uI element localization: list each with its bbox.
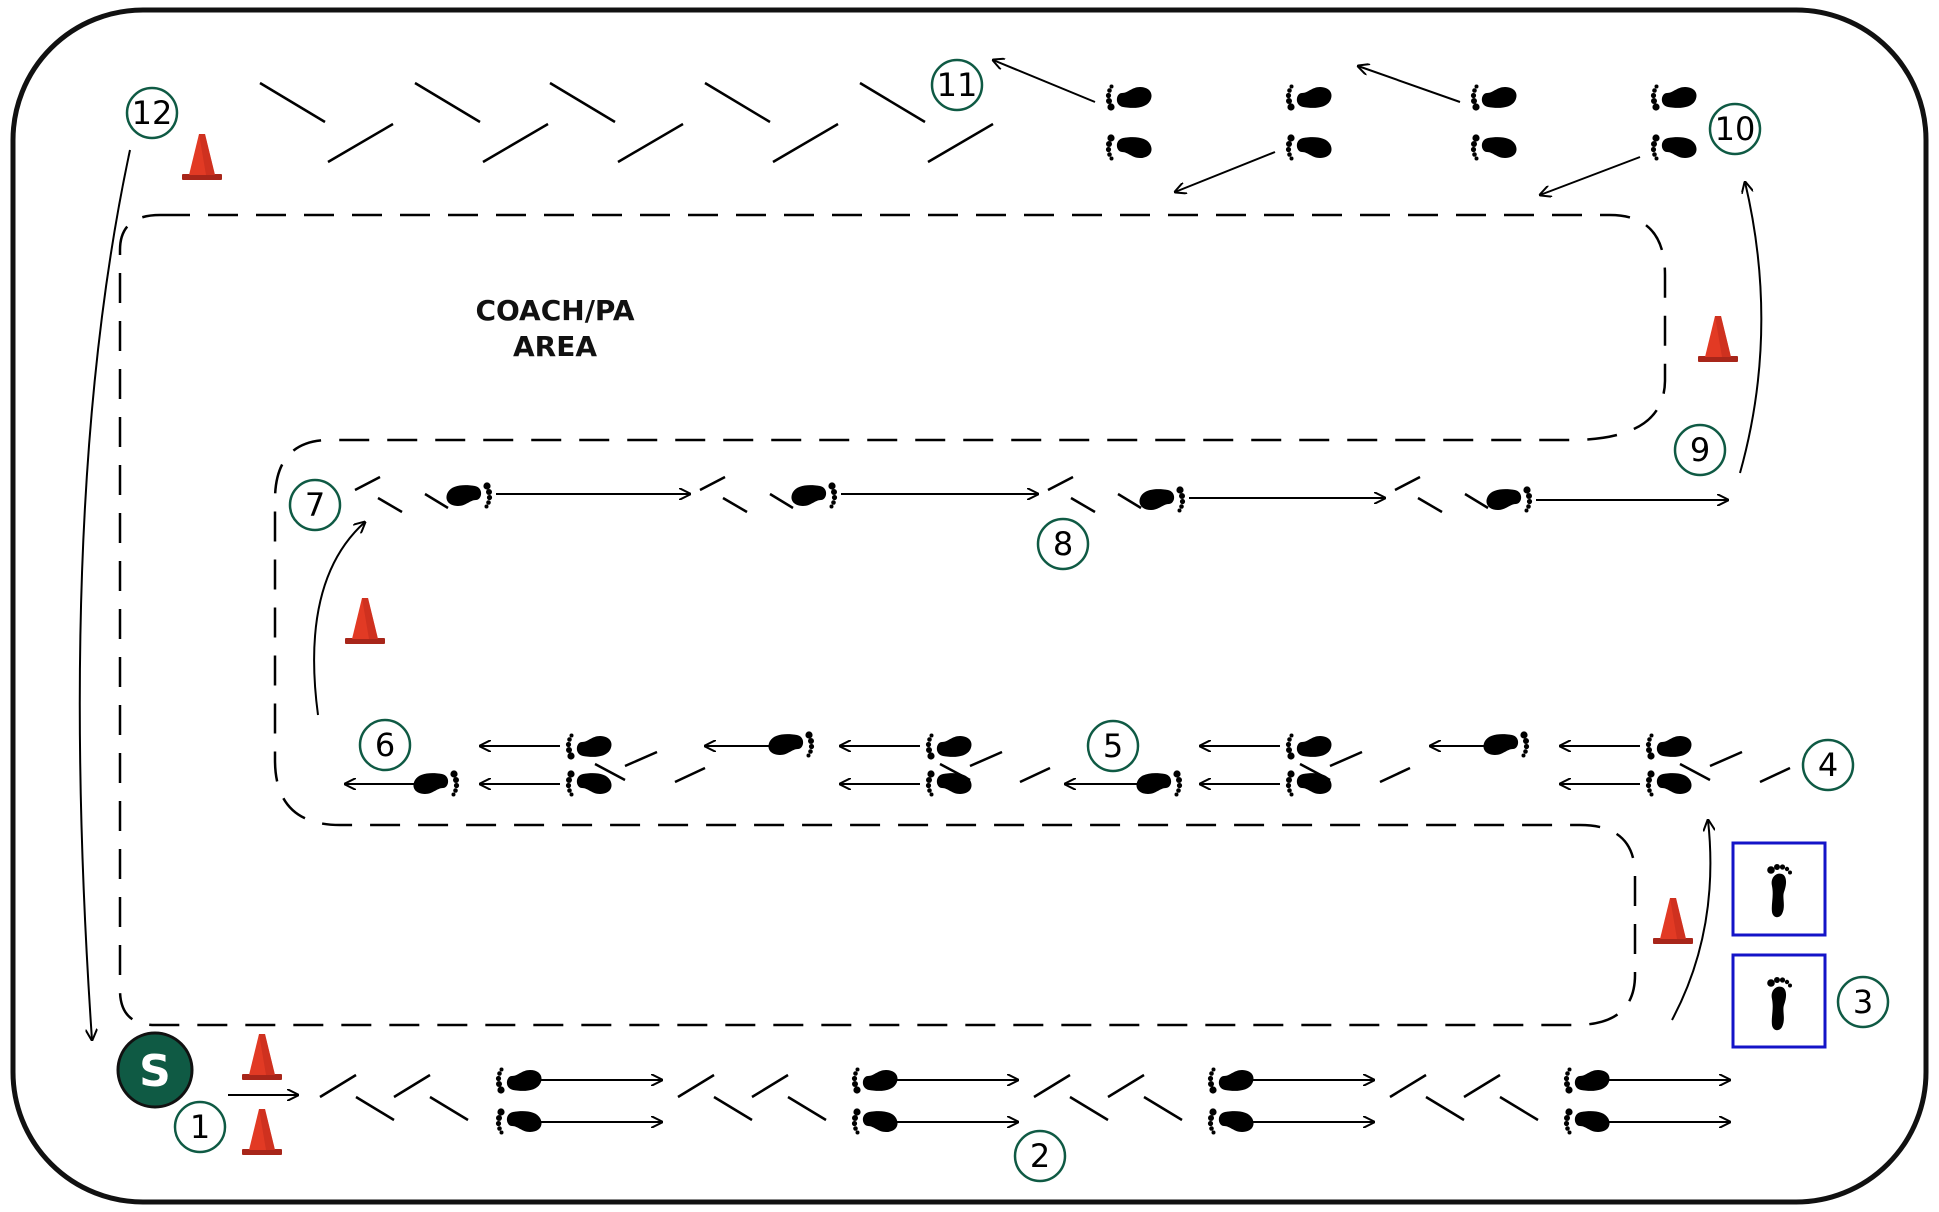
station-5-label: 5 bbox=[1103, 727, 1123, 765]
field-border bbox=[10, 7, 1929, 1205]
station-3-boxes bbox=[1731, 841, 1827, 1049]
arrow-to-row-4 bbox=[1739, 182, 1763, 474]
footprint-icon bbox=[1645, 770, 1692, 797]
footprint-icon bbox=[1105, 134, 1152, 161]
cones bbox=[182, 134, 1738, 1155]
footprint-icon bbox=[852, 1068, 898, 1094]
footprint-icon bbox=[1286, 85, 1332, 111]
box bbox=[1731, 841, 1827, 937]
cone-icon bbox=[242, 1109, 282, 1155]
row-1-arrows bbox=[228, 1080, 1730, 1122]
station-9-label: 9 bbox=[1690, 431, 1710, 469]
footprint-icon bbox=[1285, 770, 1332, 797]
station-7-ring bbox=[288, 478, 342, 532]
footprint-icon bbox=[1285, 134, 1332, 161]
station-12-ring bbox=[125, 86, 179, 140]
footprint-icon bbox=[926, 734, 972, 760]
row-2-arrows bbox=[345, 746, 1640, 784]
coach-area-label-line2: AREA bbox=[513, 330, 597, 363]
cone-icon bbox=[1653, 898, 1693, 944]
station-7-label: 7 bbox=[305, 486, 325, 524]
footprint-icon bbox=[1564, 1068, 1610, 1094]
footprint-icon bbox=[791, 482, 838, 509]
footprint-icon bbox=[768, 731, 815, 758]
station-2-ring bbox=[1013, 1129, 1067, 1183]
row-1-skips bbox=[319, 1073, 1539, 1122]
row-3-arrows bbox=[496, 494, 1728, 500]
station-4-ring bbox=[1801, 738, 1855, 792]
station-9-ring bbox=[1673, 423, 1727, 477]
row-4-slants bbox=[259, 81, 994, 164]
svg-text:S: S bbox=[139, 1046, 171, 1097]
footprint-icon bbox=[1207, 1108, 1254, 1135]
station-1-label: 1 bbox=[190, 1108, 210, 1146]
row-2-footprints bbox=[413, 731, 1692, 797]
station-labels: 1 2 3 4 5 6 7 8 9 10 11 12 bbox=[132, 66, 1874, 1175]
footprint-icon bbox=[1483, 731, 1530, 758]
footprint-icon bbox=[565, 770, 612, 797]
footprint-icon bbox=[1767, 977, 1792, 1031]
footprint-icon bbox=[925, 770, 972, 797]
footprint-icon bbox=[1106, 85, 1152, 111]
start-badge: S bbox=[116, 1031, 194, 1109]
station-3-label: 3 bbox=[1853, 983, 1873, 1021]
footprint-icon bbox=[446, 482, 493, 509]
footprint-icon bbox=[1139, 486, 1186, 513]
footprint-icon bbox=[1486, 486, 1533, 513]
row-4-footprints bbox=[1105, 85, 1697, 161]
station-8-ring bbox=[1036, 517, 1090, 571]
footprint-icon bbox=[1646, 734, 1692, 760]
box bbox=[1731, 953, 1827, 1049]
arrow-to-start bbox=[78, 149, 131, 1040]
footprint-icon bbox=[1471, 85, 1517, 111]
footprint-icon bbox=[1470, 134, 1517, 161]
station-6-ring bbox=[358, 718, 412, 772]
dashed-track-lines bbox=[118, 213, 1667, 1027]
coach-area-label-line1: COACH/PA bbox=[475, 294, 634, 327]
station-markers bbox=[125, 58, 1890, 1183]
station-2-label: 2 bbox=[1030, 1137, 1050, 1175]
station-1-ring bbox=[173, 1100, 227, 1154]
footprint-icon bbox=[1286, 734, 1332, 760]
footprint-icon bbox=[566, 734, 612, 760]
station-12-label: 12 bbox=[132, 94, 173, 132]
footprint-icon bbox=[495, 1108, 542, 1135]
footprint-icon bbox=[1650, 134, 1697, 161]
station-3-ring bbox=[1836, 975, 1890, 1029]
station-10-label: 10 bbox=[1715, 110, 1756, 148]
footprint-icon bbox=[851, 1108, 898, 1135]
station-8-label: 8 bbox=[1053, 525, 1073, 563]
station-6-label: 6 bbox=[375, 726, 395, 764]
cone-icon bbox=[242, 1034, 282, 1080]
footprint-icon bbox=[1767, 864, 1792, 918]
station-10-ring bbox=[1708, 102, 1762, 156]
row-4-arrows bbox=[993, 60, 1641, 195]
station-4-label: 4 bbox=[1818, 746, 1838, 784]
station-11-label: 11 bbox=[937, 66, 978, 104]
footprint-icon bbox=[1651, 85, 1697, 111]
row-1-footprints bbox=[495, 1068, 1610, 1135]
row-3-skips bbox=[354, 475, 1489, 514]
cone-icon bbox=[1698, 316, 1738, 362]
footprint-icon bbox=[1208, 1068, 1254, 1094]
row-2-skips bbox=[594, 750, 1791, 784]
footprint-icon bbox=[496, 1068, 542, 1094]
cone-icon bbox=[182, 134, 222, 180]
footprint-icon bbox=[1563, 1108, 1610, 1135]
arrow-to-row-2 bbox=[1671, 820, 1710, 1021]
arrow-to-row-3 bbox=[313, 522, 365, 716]
station-11-ring bbox=[930, 58, 984, 112]
cone-icon bbox=[345, 598, 385, 644]
station-5-ring bbox=[1086, 719, 1140, 773]
